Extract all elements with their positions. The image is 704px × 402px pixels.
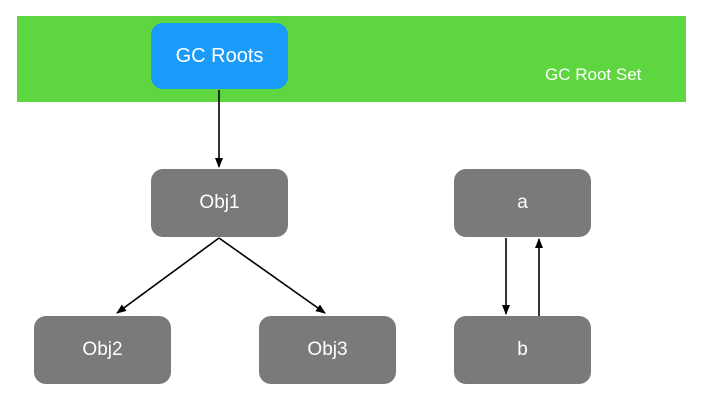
edge-obj1-to-obj3: [218, 237, 326, 314]
obj1-node: Obj1: [151, 169, 288, 237]
gc-root-set-label: GC Root Set: [545, 65, 642, 84]
gc-root-set-band: [17, 16, 686, 102]
obj2-label: Obj2: [82, 339, 123, 360]
gc-roots-label: GC Roots: [175, 44, 264, 67]
b-node: b: [454, 316, 591, 384]
a-label: a: [517, 192, 528, 213]
b-label: b: [517, 339, 528, 360]
obj1-label: Obj1: [199, 192, 240, 213]
gc-roots-node: GC Roots: [151, 23, 288, 89]
obj3-node: Obj3: [259, 316, 396, 384]
a-node: a: [454, 169, 591, 237]
obj3-label: Obj3: [307, 339, 348, 360]
edge-obj1-to-obj2: [116, 237, 220, 314]
obj2-node: Obj2: [34, 316, 171, 384]
